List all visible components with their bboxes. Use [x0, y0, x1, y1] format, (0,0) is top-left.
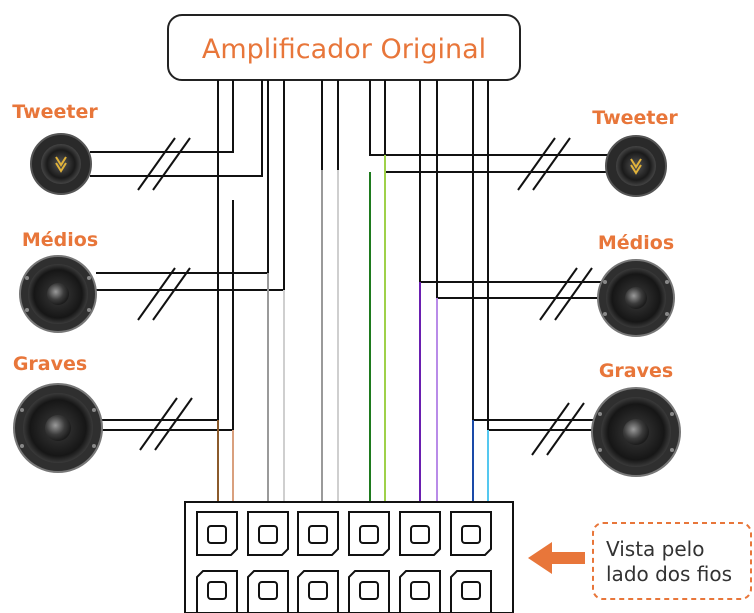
right-woofer: Graves — [591, 360, 681, 477]
tweeter-speaker-icon — [30, 133, 92, 195]
arrow-left-icon — [528, 542, 585, 574]
midrange-speaker-icon — [597, 259, 675, 337]
amplifier-label: Amplificador Original — [202, 34, 486, 65]
amp-wire-bundle — [90, 80, 610, 431]
right-mid-label: Médios — [598, 232, 674, 254]
tweeter-speaker-icon — [605, 135, 667, 197]
woofer-speaker-icon — [591, 387, 681, 477]
connector-pin-row-bottom — [196, 570, 492, 613]
view-note: Vista pelo lado dos fios — [528, 522, 752, 600]
woofer-speaker-icon — [13, 383, 103, 473]
right-woofer-label: Graves — [599, 360, 673, 382]
left-woofer-label: Graves — [13, 353, 87, 375]
view-note-line2: lado dos fios — [606, 562, 732, 586]
connector-block — [184, 501, 514, 613]
midrange-speaker-icon — [19, 255, 97, 333]
break-marks — [137, 137, 593, 456]
left-woofer: Graves — [13, 353, 103, 473]
left-mid-label: Médios — [22, 229, 98, 251]
right-tweeter: Tweeter — [592, 107, 678, 197]
left-mid: Médios — [19, 229, 98, 333]
left-tweeter: Tweeter — [12, 101, 98, 195]
connector-pin-row-top — [196, 511, 492, 556]
left-tweeter-label: Tweeter — [12, 101, 98, 123]
right-mid: Médios — [597, 232, 675, 337]
amplifier-box: Amplificador Original — [167, 14, 521, 81]
right-tweeter-label: Tweeter — [592, 107, 678, 129]
view-note-line1: Vista pelo — [606, 537, 704, 561]
